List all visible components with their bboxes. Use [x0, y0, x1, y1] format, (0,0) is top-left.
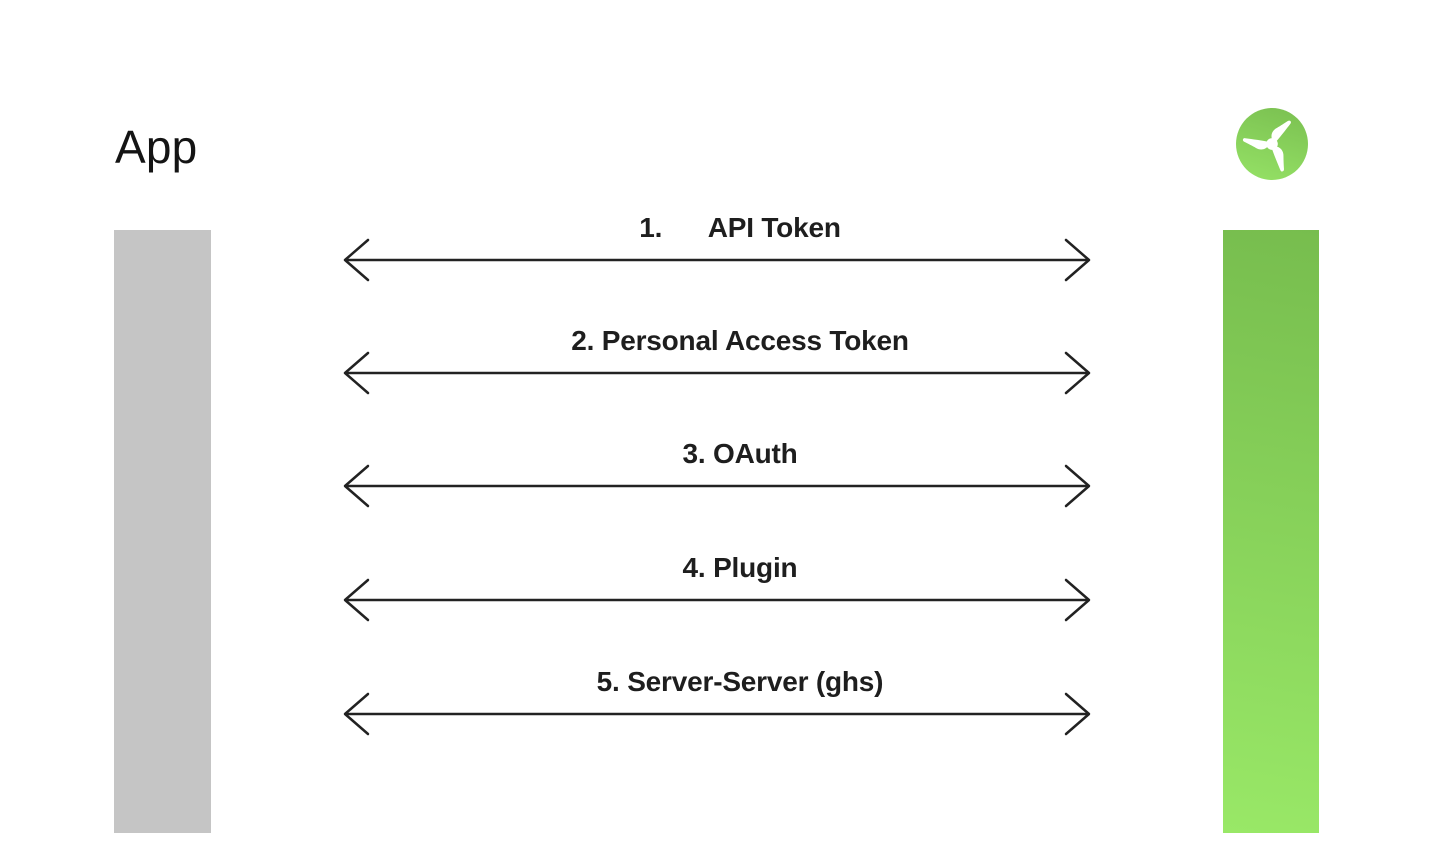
double-headed-arrow	[343, 692, 1091, 736]
double-headed-arrow	[343, 464, 1091, 508]
double-headed-arrow	[343, 351, 1091, 395]
double-headed-arrow	[343, 238, 1091, 282]
double-headed-arrow	[343, 578, 1091, 622]
auth-method-label: 1. API Token	[639, 212, 841, 243]
auth-method-label: 3. OAuth	[682, 438, 798, 469]
auth-method-label: 4. Plugin	[682, 552, 798, 583]
app-title: App	[115, 121, 198, 173]
server-lifeline-bar	[1223, 230, 1319, 833]
auth-method-label: 2. Personal Access Token	[571, 325, 909, 356]
app-lifeline-bar	[114, 230, 211, 833]
auth-method-label: 5. Server-Server (ghs)	[596, 666, 884, 697]
wind-turbine-icon	[1236, 108, 1308, 180]
